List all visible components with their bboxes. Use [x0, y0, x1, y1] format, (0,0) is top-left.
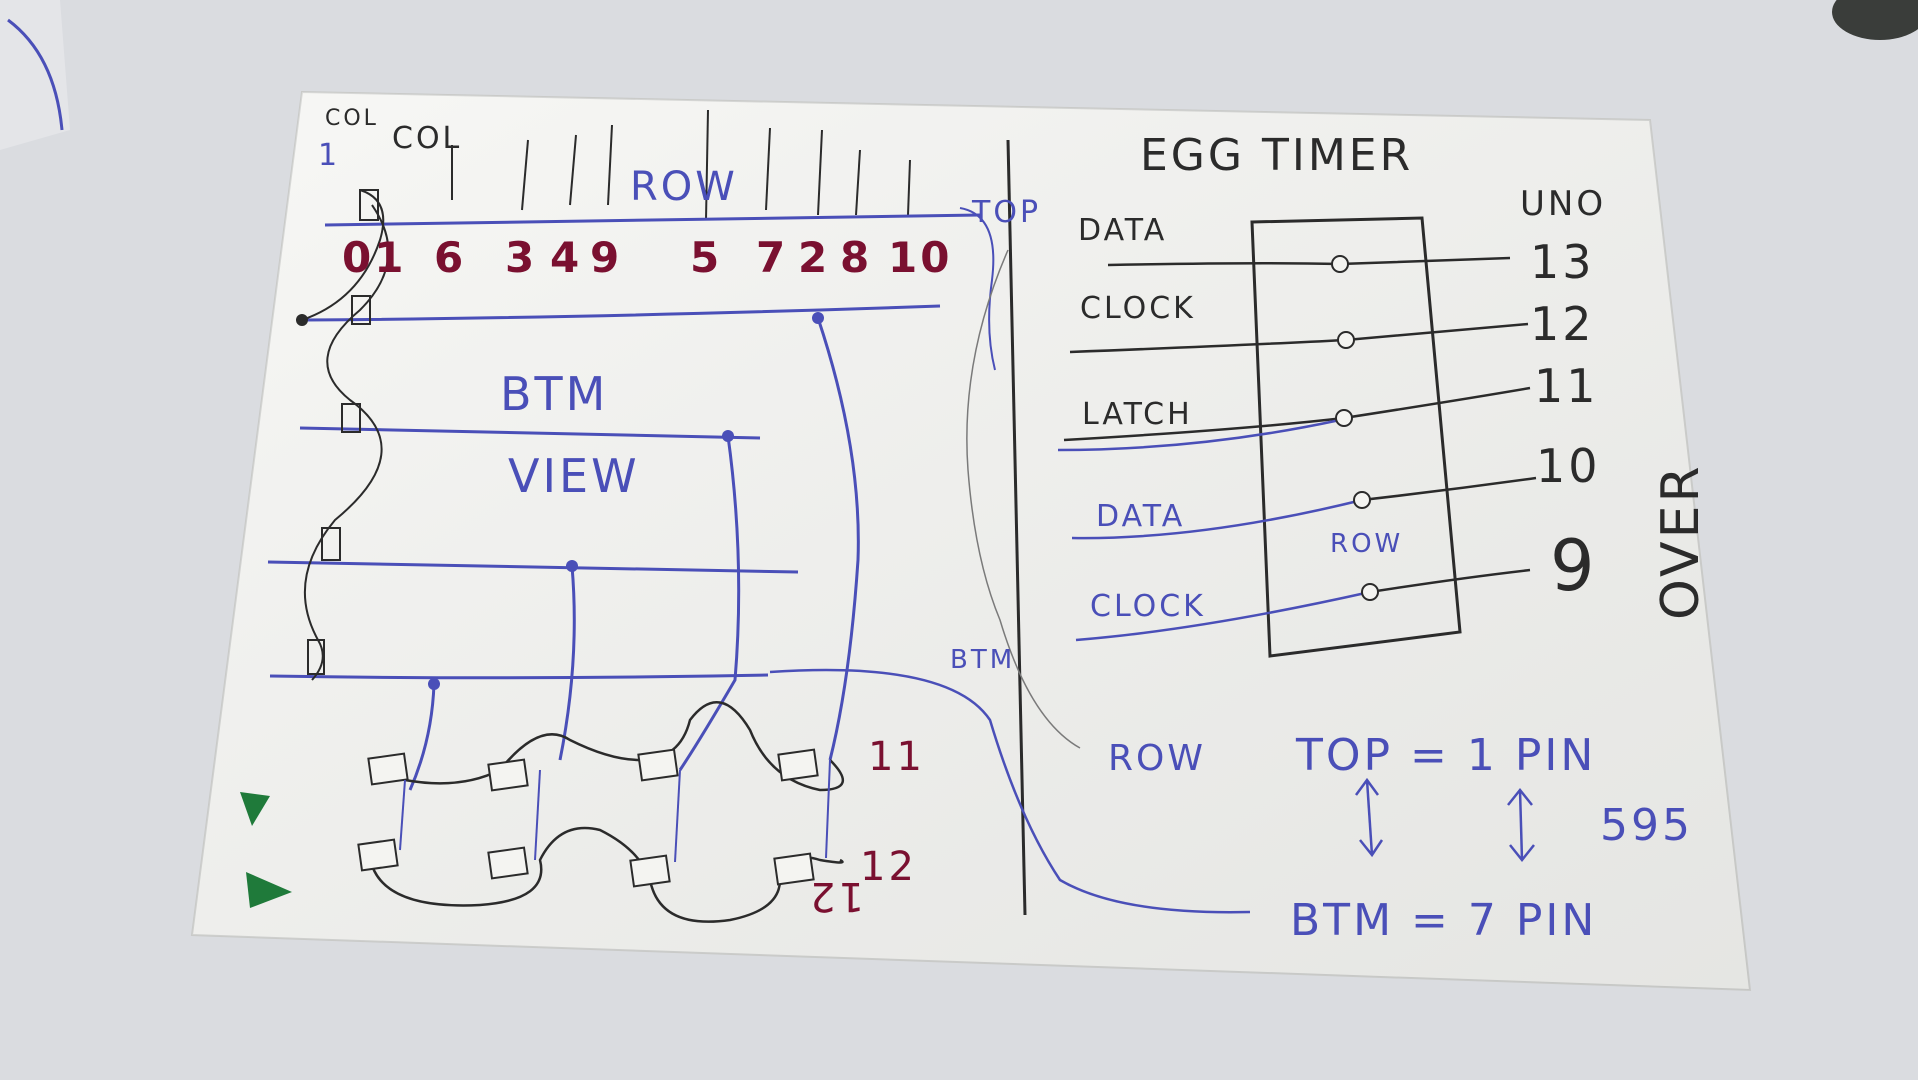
pin-number: 9 — [590, 233, 622, 282]
right-labels: EGG TIMER UNO DATA CLOCK LATCH DATA CLOC… — [1078, 130, 1711, 946]
uno-pin-13: 13 — [1530, 235, 1595, 289]
pin-number: 2 — [798, 233, 830, 282]
card-title: EGG TIMER — [1140, 130, 1413, 181]
legend-btm-eq: BTM = 7 PIN — [1290, 895, 1597, 946]
connector-label-12-inverted: 12 — [807, 873, 864, 919]
top-row-line — [324, 213, 981, 227]
col-number-label: 1 — [318, 138, 340, 173]
signal-data-2: DATA — [1096, 499, 1185, 534]
pin-number: 4 — [550, 233, 582, 282]
uno-pin-10: 10 — [1536, 439, 1601, 493]
connector-labels: 11 12 12 — [807, 734, 925, 919]
card-shading — [192, 92, 1750, 990]
left-labels: 1 COL COL ROW TOP BTM BTM VIEW — [318, 106, 1041, 675]
pin-number: 8 — [840, 233, 872, 282]
uno-box-row-label: ROW — [1330, 529, 1403, 559]
top-wire — [959, 207, 996, 371]
wire-junctions — [296, 312, 824, 690]
column-wire — [303, 204, 390, 681]
led-connectors — [357, 748, 819, 888]
pin-number: 10 — [888, 233, 952, 282]
uno-pin-holes — [1331, 255, 1379, 601]
signal-data-1: DATA — [1078, 213, 1167, 248]
legend-row: ROW — [1108, 738, 1206, 779]
uno-pin-9: 9 — [1550, 525, 1598, 607]
green-arrow-down-icon — [240, 792, 270, 826]
column-wire-top — [301, 189, 385, 321]
pin-number: 6 — [434, 233, 466, 282]
pencil-wire — [966, 249, 1081, 749]
pin-number: 3 — [505, 233, 537, 282]
col-label-small: COL — [325, 106, 379, 131]
over-label: OVER — [1651, 463, 1711, 620]
pin-number: 01 — [342, 233, 406, 282]
led-leads — [399, 759, 831, 863]
signal-wires-blue — [1057, 418, 1371, 642]
signal-latch: LATCH — [1082, 397, 1193, 432]
desk-object — [1832, 0, 1918, 40]
uno-header: UNO — [1520, 184, 1606, 224]
background-paper — [0, 0, 70, 150]
legend-top-eq: TOP = 1 PIN — [1295, 730, 1596, 781]
legend-chip: 595 — [1600, 800, 1693, 851]
uno-pin-12: 12 — [1530, 297, 1595, 351]
card-divider — [1006, 139, 1027, 916]
uno-box — [1250, 216, 1462, 658]
pin-numbers: 01 6 3 4 9 5 7 2 8 10 — [342, 233, 952, 282]
signal-clock-1: CLOCK — [1080, 291, 1196, 326]
column-connectors — [307, 189, 379, 675]
signal-clock-2: CLOCK — [1090, 589, 1206, 624]
background-pen-mark — [7, 18, 64, 131]
connector-label-11: 11 — [868, 734, 925, 780]
btm-view-line-1: BTM — [500, 367, 608, 421]
row-header: ROW — [630, 164, 738, 210]
uno-pin-11: 11 — [1534, 359, 1599, 413]
pin-number: 5 — [690, 233, 722, 282]
column-ticks — [451, 109, 911, 221]
btm-view-line-2: VIEW — [508, 449, 640, 503]
pin-number: 7 — [756, 233, 788, 282]
btm-wire — [769, 668, 1251, 914]
legend-arrows — [1354, 777, 1535, 863]
btm-label: BTM — [950, 645, 1015, 675]
connector-label-12: 12 — [860, 844, 917, 890]
top-label: TOP — [971, 195, 1041, 230]
col-label: COL — [392, 121, 462, 156]
green-arrow-right-icon — [246, 872, 292, 908]
